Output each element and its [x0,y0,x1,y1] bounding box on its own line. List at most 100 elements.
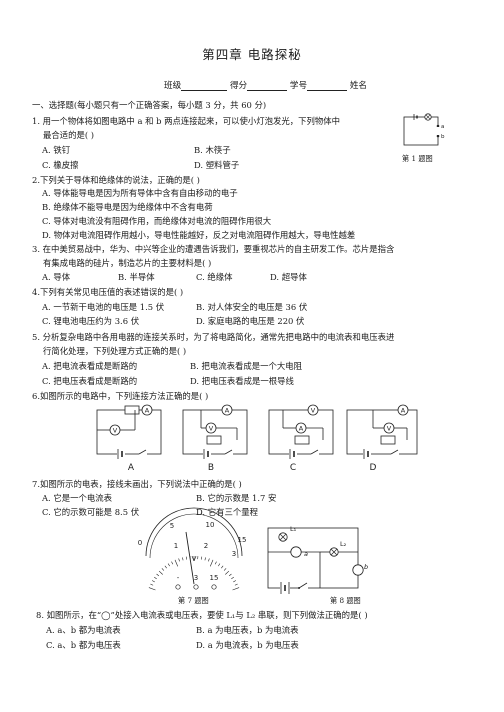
dial-tick [174,559,179,567]
q1-circuit-diagram: a b [403,113,445,146]
dial-unit-label: V [192,555,197,563]
q7-option-a: A. 它是一个电流表 [42,493,112,503]
ammeter-icon [221,404,233,416]
class-label: 班级 [164,81,182,91]
q7-figure-caption: 第 7 题图 [178,596,209,605]
dial-tick [204,557,206,561]
q8-circuit-diagram: L₁ a L₂ b [267,525,368,594]
circuit-b-label: B [208,463,214,473]
q7-stem: 7.如图所示的电表，接线未画出，下列说法中正确的是( ) [32,479,242,489]
q5-stem-line1: 5. 分析复杂电路中各用电器的连接关系时，为了将电路简化，通常先把电路中的电流表… [32,332,395,342]
q8-option-b: B. a 为电压表，b 为电流表 [196,625,299,635]
dial-tick [171,561,174,565]
q1-option-a: A. 铁钉 [42,145,71,155]
ammeter-label: A [299,425,304,433]
terminal-a-label: a [441,124,444,130]
q4-stem: 4.下列有关常见电压值的表述错误的是( ) [32,287,184,297]
circuit-c-label: C [290,463,296,473]
q4-option-d: D. 家庭电路的电压是 220 伏 [196,316,305,326]
score-label: 得分 [229,81,248,91]
score-blank [247,81,288,91]
q1-option-c: C. 橡皮擦 [42,160,79,170]
dial-tick [225,570,230,575]
q3-stem-line2: 有集成电路的硅片，制造芯片的主要材料是( ) [43,258,212,268]
meter-a-icon [290,546,302,558]
q8-option-d: D. a 为电流表，b 为电压表 [196,640,299,650]
q5-option-b: B. 把电流表看成是一个大电阻 [190,361,302,371]
q6-circuits: A V A A V B V A [96,404,418,473]
ammeter-icon [141,404,153,416]
q1-figure-caption: 第 1 题图 [402,154,433,163]
ammeter-label: A [225,407,230,415]
dial-tick [218,563,221,567]
dial-tick [233,580,236,583]
resistor-icon [294,435,310,445]
q2-stem: 2.下列关于导体和绝缘体的说法，正确的是( ) [32,175,200,185]
q8-option-c: C. a、b 都为电压表 [46,640,121,650]
q1-option-b: B. 木筷子 [194,145,231,155]
dial-tick [150,583,154,586]
section-heading: 一、选择题(每小题只有一个正确答案，每小题 3 分，共 60 分) [32,100,267,110]
q3-option-b: B. 半导体 [118,272,155,282]
q6-circuit-b: A V B [182,404,248,473]
q2-option-c: C. 导体对电流没有阻碍作用，而绝缘体对电流的阻碍作用很大 [42,216,272,226]
circuit-d-label: D [370,463,377,473]
q6-circuit-a: A V A [96,404,162,473]
dial-tick [223,568,227,571]
terminal-minus: - [177,574,180,582]
ammeter-label: A [401,407,406,415]
voltmeter-label: V [387,425,392,433]
name-label: 姓名 [349,81,368,91]
terminal-3-post [193,584,199,590]
dial-tick [152,580,155,583]
q7-option-b: B. 它的示数是 1.7 安 [196,493,277,503]
page-title: 第四章 电路探秘 [202,47,302,62]
id-blank [307,81,348,91]
student-info-line: 班级 得分 学号 姓名 [164,79,367,91]
q1-option-d: D. 塑料管子 [194,160,240,170]
q6-stem: 6.如图所示的电路中，下列连接方法正确的是( ) [32,391,209,401]
q5-stem-line2: 行简化处理，下列处理方式正确的是( ) [43,346,187,356]
resistor-icon [206,435,222,445]
meter-b-label: b [364,563,368,571]
ammeter-icon [397,404,409,416]
voltmeter-icon [307,404,319,416]
q7-option-d: D. 它有三个量程 [196,507,258,517]
dial-tick [208,558,210,562]
dial-tick [164,565,167,569]
terminal-15-post [211,584,217,590]
id-label: 学号 [289,81,308,91]
q7-voltmeter-dial: 5 10 15 0 1 2 3 V - 3 15 [138,507,246,591]
dial-tick [154,576,157,580]
terminal-a-dot [436,124,440,128]
q3-option-a: A. 导体 [42,272,71,282]
circuit-a-label: A [128,463,135,473]
dial-tick [214,561,217,565]
q5-option-a: A. 把电流表看成是断路的 [42,361,138,371]
resistor-icon [380,435,396,445]
q4-option-b: B. 对人体安全的电压是 36 伏 [196,302,308,312]
q6-circuit-c: V A C [268,404,334,473]
q4-option-c: C. 锂电池电压约为 3.6 伏 [42,316,140,326]
lamp-l1-label: L₁ [290,525,297,533]
dial-tick [161,568,165,571]
q2-option-a: A. 导体能导电是因为所有导体中含有自由移动的电子 [42,188,238,198]
q1-stem-line2: 最合适的是( ) [43,130,95,140]
scale-top-5: 5 [170,522,174,530]
q8-option-a: A. a、b 都为电流表 [46,625,121,635]
scale-bottom-2: 2 [204,542,208,550]
dial-tick [234,583,238,586]
q8-stem: 8. 如图所示，在“◯”处接入电流表或电压表，要使 L₁与 L₂ 串联，则下列做… [36,610,368,620]
dial-tick [158,570,163,575]
meter-a-label: a [304,550,308,558]
q2-option-b: B. 绝缘体不能导电是因为绝缘体中不含有电荷 [42,202,213,212]
meter-b-icon [352,564,364,576]
dial-tick [221,565,224,569]
q3-option-c: C. 绝缘体 [196,272,233,282]
lamp-l2-label: L₂ [340,540,347,548]
scale-top-10: 10 [206,521,215,529]
dial-tick [209,559,214,567]
q2-option-d: D. 物体对电流阻碍作用越小，导电性能越好，反之对电流阻碍作用越大，导电性越差 [42,230,356,240]
q5-option-d: D. 把电压表看成是一根导线 [190,376,294,386]
scale-bottom-3: 3 [232,550,236,558]
